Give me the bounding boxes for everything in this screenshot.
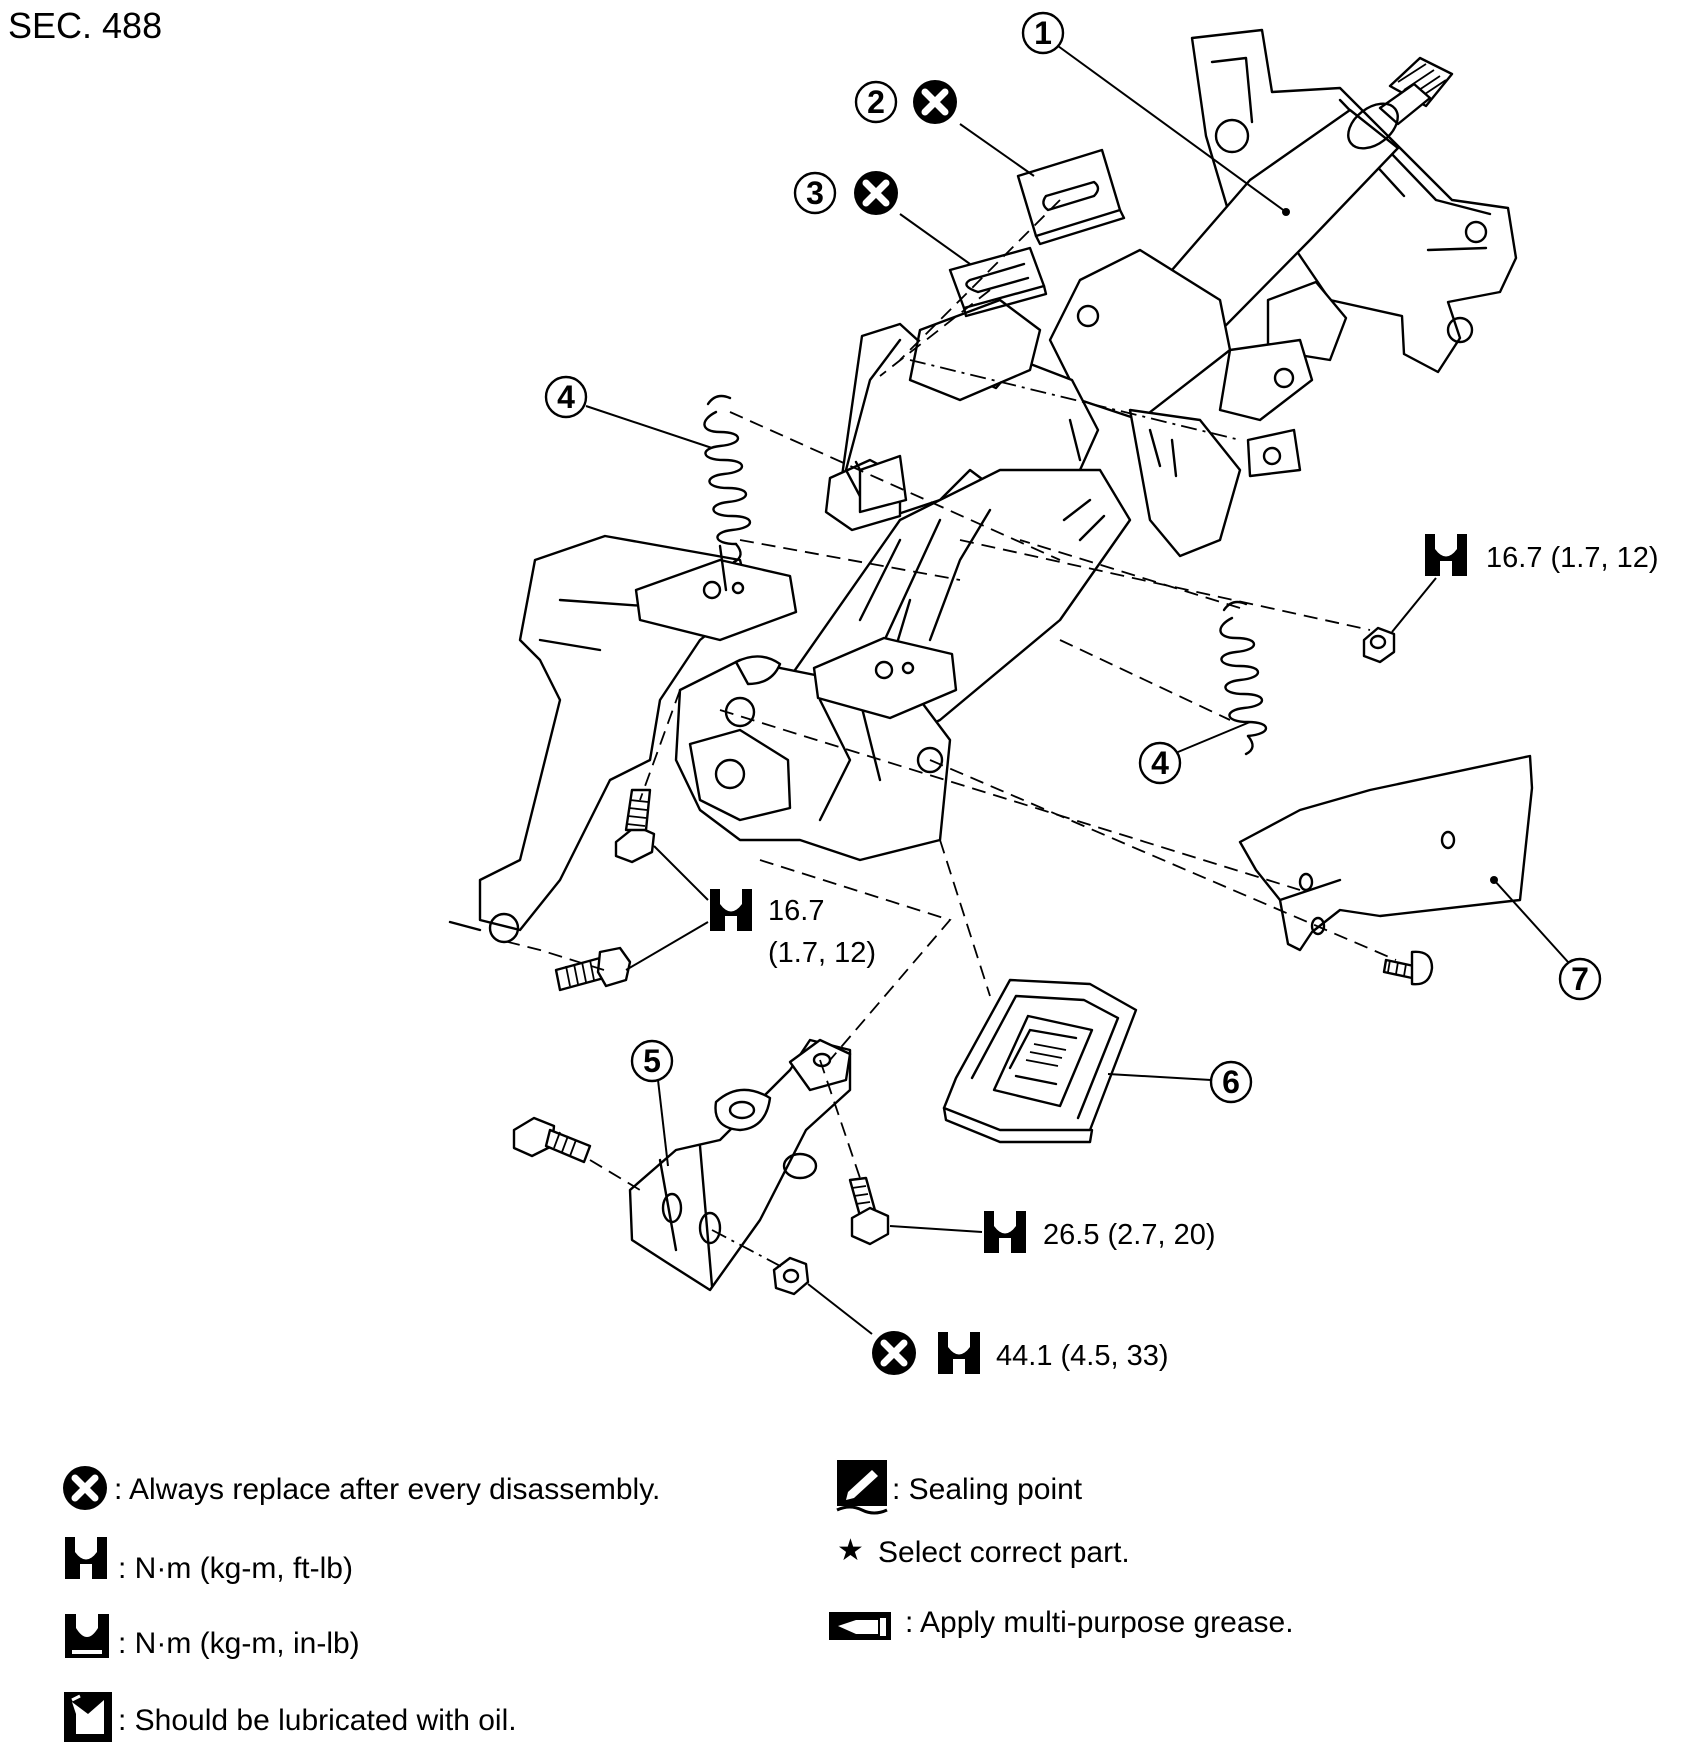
svg-text:: Apply multi-purpose grease.: : Apply multi-purpose grease. <box>905 1606 1294 1639</box>
legend-grease: : Apply multi-purpose grease. <box>829 1606 1294 1640</box>
part-6-cover <box>942 978 1138 1144</box>
replace-icon <box>913 80 957 124</box>
callout-7: 7 <box>1490 876 1602 1001</box>
replace-icon <box>854 171 898 215</box>
grease-icon <box>829 1612 891 1640</box>
legend-sealing: : Sealing point <box>836 1460 1083 1515</box>
nut-bottom <box>772 1256 810 1296</box>
torque-ft-icon <box>984 1211 1026 1253</box>
svg-text:2: 2 <box>867 84 885 120</box>
part-7-plate <box>1238 754 1534 952</box>
svg-text:5: 5 <box>643 1043 661 1079</box>
svg-text:: N·m (kg-m, ft-lb): : N·m (kg-m, ft-lb) <box>118 1552 353 1585</box>
svg-text:16.7: 16.7 <box>768 895 824 927</box>
svg-text:: Sealing point: : Sealing point <box>892 1473 1083 1506</box>
legend-replace: : Always replace after every disassembly… <box>63 1466 660 1510</box>
part-2-pad <box>1016 148 1126 246</box>
torque-in-icon <box>65 1614 109 1658</box>
torque-bolt-lower: 26.5 (2.7, 20) <box>889 1211 1216 1253</box>
part-3-insert <box>948 246 1048 318</box>
bolt-part-5-lower <box>848 1176 890 1246</box>
replace-icon <box>872 1331 916 1375</box>
bolt-part-5-left <box>512 1116 592 1164</box>
callout-1: 1 <box>1021 11 1290 216</box>
bolt-left-upper <box>614 788 656 864</box>
torque-bolt-left: 16.7 (1.7, 12) <box>625 845 876 971</box>
oil-can-icon <box>64 1692 112 1742</box>
steering-column-assembly <box>478 28 1518 944</box>
replace-icon <box>63 1466 107 1510</box>
callout-2: 2 <box>854 80 1035 177</box>
svg-text:3: 3 <box>806 175 824 211</box>
assembly-lines <box>448 199 1397 1269</box>
callout-3: 3 <box>793 171 971 265</box>
svg-text:: N·m (kg-m, in-lb): : N·m (kg-m, in-lb) <box>118 1627 360 1660</box>
svg-text:(1.7, 12): (1.7, 12) <box>768 937 876 969</box>
svg-text:7: 7 <box>1571 961 1589 997</box>
section-label: SEC. 488 <box>8 5 162 46</box>
svg-text:: Always replace after every d: : Always replace after every disassembly… <box>114 1473 660 1506</box>
svg-text:6: 6 <box>1222 1064 1240 1100</box>
svg-text:44.1 (4.5, 33): 44.1 (4.5, 33) <box>996 1340 1169 1372</box>
legend-torque-ft: : N·m (kg-m, ft-lb) <box>65 1537 353 1585</box>
legend-select-part: ★ Select correct part. <box>837 1534 1130 1569</box>
spring-upper-left <box>703 394 752 564</box>
svg-text:1: 1 <box>1034 15 1052 51</box>
svg-text:16.7 (1.7, 12): 16.7 (1.7, 12) <box>1486 542 1659 574</box>
callout-5: 5 <box>630 1039 674 1167</box>
callout-4-lower: 4 <box>1138 721 1251 785</box>
svg-text:4: 4 <box>557 379 575 415</box>
screw-part-7 <box>1382 950 1434 986</box>
legend-torque-in: : N·m (kg-m, in-lb) <box>65 1614 360 1660</box>
part-5-lower-joint <box>628 1038 852 1292</box>
svg-text:Select correct part.: Select correct part. <box>878 1536 1130 1569</box>
torque-ft-icon <box>938 1332 980 1374</box>
callout-6: 6 <box>1107 1060 1253 1104</box>
legend: : Always replace after every disassembly… <box>63 1460 1294 1742</box>
svg-text:26.5 (2.7, 20): 26.5 (2.7, 20) <box>1043 1219 1216 1251</box>
star-icon: ★ <box>837 1534 864 1567</box>
sealing-icon <box>836 1460 888 1515</box>
torque-nut-bottom: 44.1 (4.5, 33) <box>807 1283 1169 1375</box>
torque-ft-icon <box>710 889 752 931</box>
callout-4-upper: 4 <box>544 375 713 449</box>
svg-text:: Should be lubricated with oi: : Should be lubricated with oil. <box>118 1704 517 1737</box>
svg-text:4: 4 <box>1151 745 1169 781</box>
bolt-left-lower <box>554 946 632 992</box>
nut-upper-right <box>1362 626 1396 664</box>
torque-nut-upper-right: 16.7 (1.7, 12) <box>1391 534 1659 633</box>
legend-oil: : Should be lubricated with oil. <box>64 1692 517 1742</box>
torque-ft-icon <box>65 1537 107 1579</box>
torque-ft-icon <box>1425 534 1467 576</box>
